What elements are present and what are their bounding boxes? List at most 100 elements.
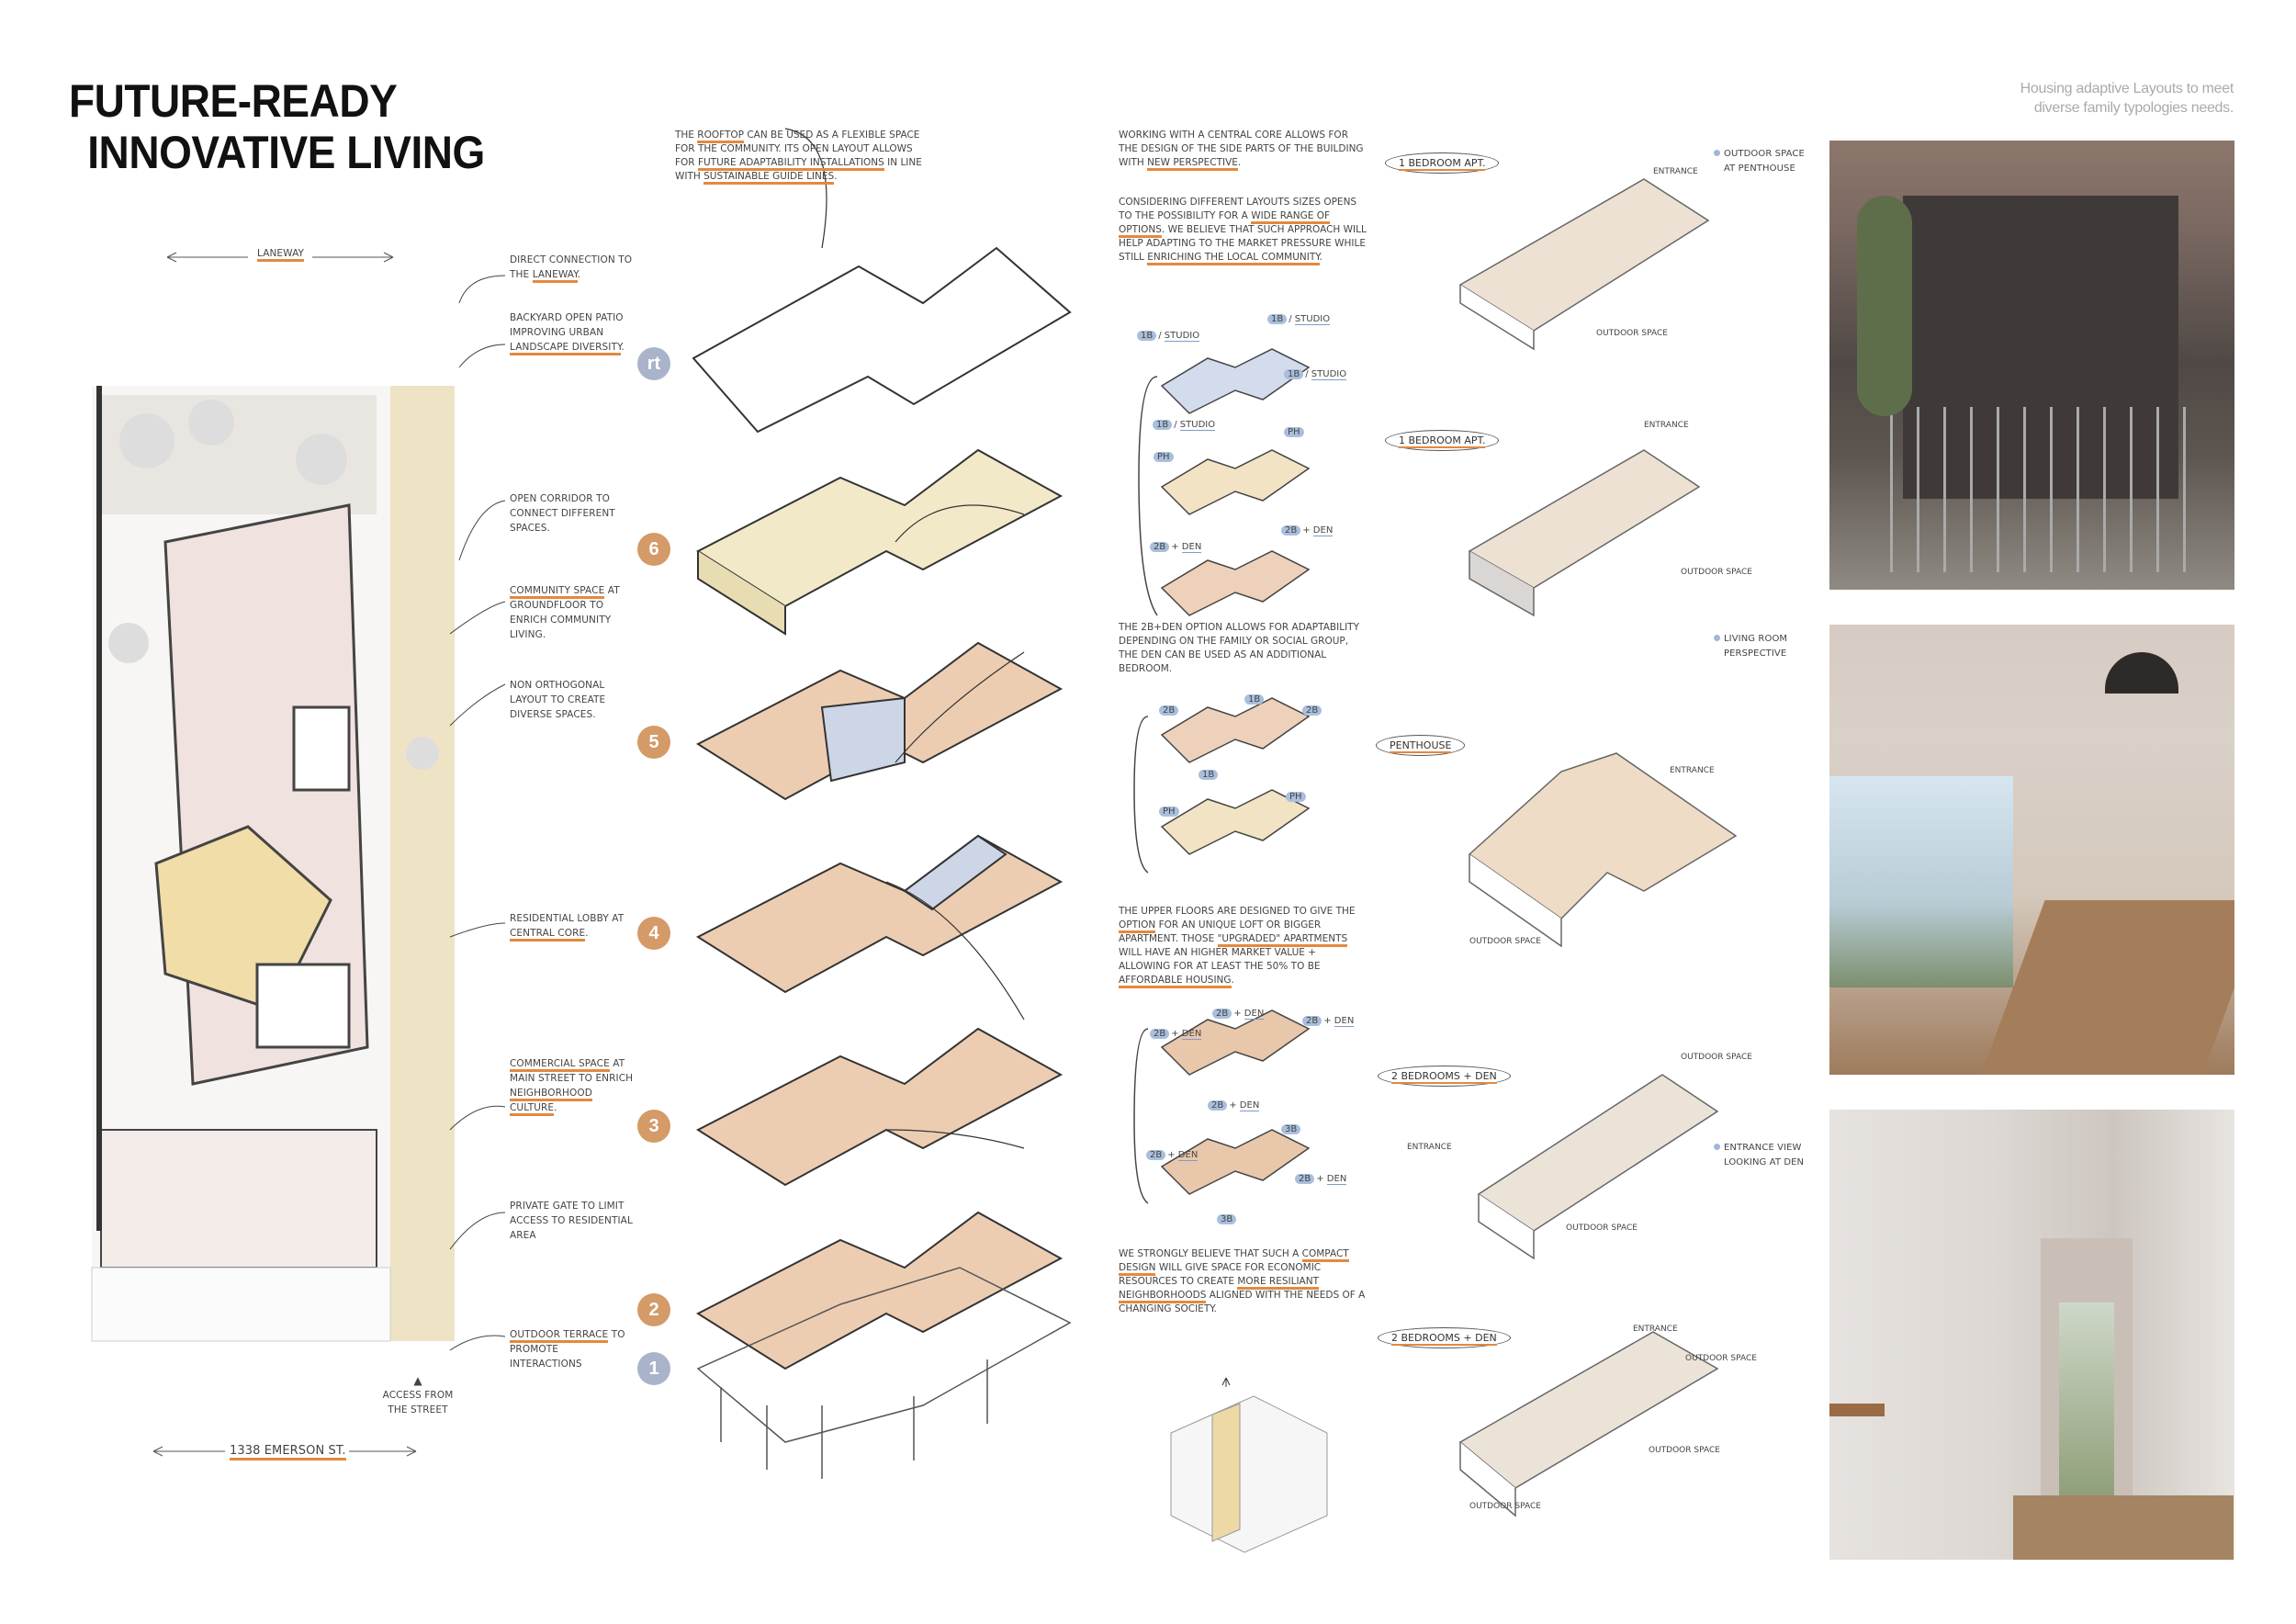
- tag-1b-studio: 1B/ STUDIO: [1267, 314, 1331, 325]
- text-segment: IN LINE WITH: [675, 157, 922, 182]
- tag-3b: 3B: [1281, 1124, 1302, 1134]
- tag-2b: 2B: [1302, 705, 1323, 716]
- paragraph-den: THE 2B+DEN OPTION ALLOWS FOR ADAPTABILIT…: [1119, 621, 1368, 676]
- text-segment: CONSIDERING DIFFERENT LAYOUTS SIZES OPEN…: [1119, 197, 1357, 221]
- apt-label-2bed-den-b: 2 BEDROOMS + DEN: [1378, 1327, 1511, 1348]
- paragraph-core: WORKING WITH A CENTRAL CORE ALLOWS FOR T…: [1119, 129, 1368, 171]
- text-segment: .: [554, 1102, 557, 1113]
- text-segment: .: [577, 269, 581, 280]
- floor-badge-rooftop: rt: [637, 347, 670, 380]
- tag-code: PH: [1286, 792, 1306, 802]
- text-segment: WORKING WITH A CENTRAL CORE ALLOWS FOR T…: [1119, 130, 1364, 168]
- note-corridor: OPEN CORRIDOR TO CONNECT DIFFERENT SPACE…: [510, 491, 634, 536]
- apt-label-text: PENTHOUSE: [1390, 739, 1452, 753]
- tag-2b-den: 2B+ DEN: [1150, 542, 1202, 553]
- tag-code: 1B: [1244, 694, 1265, 705]
- tag-code: 2B: [1208, 1100, 1228, 1111]
- text-segment: THE 2B+DEN OPTION ALLOWS FOR ADAPTABILIT…: [1119, 622, 1359, 674]
- apt-label-text: 1 BEDROOM APT.: [1399, 157, 1486, 171]
- tag-text: STUDIO: [1179, 420, 1216, 431]
- tag-code: 2B: [1295, 1174, 1315, 1184]
- underlined-phrase: CENTRAL CORE: [510, 928, 586, 942]
- tag-code: 2B: [1159, 705, 1179, 716]
- entrance-label: ENTRANCE: [1633, 1325, 1678, 1334]
- photo-entrance-den: [1829, 1110, 2234, 1560]
- underlined-phrase: FUTURE ADAPTABILITY INSTALLATIONS: [697, 157, 884, 171]
- note-community: COMMUNITY SPACE AT GROUNDFLOOR TO ENRICH…: [510, 583, 634, 642]
- caption-line-2: AT PENTHOUSE: [1724, 164, 1795, 174]
- tag-1b-studio: 1B/ STUDIO: [1137, 331, 1200, 342]
- text-segment: FOR AN UNIQUE LOFT OR BIGGER APARTMENT. …: [1119, 919, 1322, 944]
- outdoor-label: OUTDOOR SPACE: [1681, 1053, 1752, 1062]
- paragraph-upper-floors: THE UPPER FLOORS ARE DESIGNED TO GIVE TH…: [1119, 905, 1368, 988]
- text-segment: THE: [675, 130, 698, 141]
- photo-caption-outdoor-penthouse: OUTDOOR SPACE AT PENTHOUSE: [1714, 147, 1805, 176]
- text-segment: .: [1319, 252, 1322, 263]
- apt-2bed-den-a: [1477, 1074, 1719, 1260]
- underlined-phrase: NEIGHBORHOOD CULTURE: [510, 1088, 592, 1116]
- laneway-text: LANEWAY: [257, 248, 305, 262]
- apt-label-2bed-den-a: 2 BEDROOMS + DEN: [1378, 1066, 1511, 1087]
- text-segment: PRIVATE GATE TO LIMIT ACCESS TO RESIDENT…: [510, 1201, 633, 1241]
- tag-1b-studio: 1B/ STUDIO: [1284, 369, 1347, 380]
- tag-code: PH: [1154, 452, 1174, 462]
- outdoor-label: OUTDOOR SPACE: [1596, 329, 1668, 338]
- board-caption: Housing adaptive Layouts to meet diverse…: [1995, 79, 2234, 118]
- typology-diagrams: [1133, 348, 1311, 1204]
- address-arrow: [152, 1446, 417, 1457]
- tag-2b-den: 2B+ DEN: [1212, 1009, 1265, 1020]
- tag-text: DEN: [1244, 1009, 1265, 1020]
- text-segment: AT GROUNDFLOOR TO ENRICH COMMUNITY LIVIN…: [510, 585, 620, 640]
- note-terrace: OUTDOOR TERRACE TO PROMOTE INTERACTIONS: [510, 1327, 634, 1371]
- caption-line-1: LIVING ROOM: [1724, 634, 1788, 644]
- tag-2b: 2B: [1159, 705, 1180, 716]
- site-note-leaders: [449, 275, 506, 1351]
- floor-badge-4: 4: [637, 917, 670, 950]
- underlined-phrase: ROOFTOP: [697, 130, 744, 143]
- tag-code: 1B: [1199, 770, 1219, 780]
- tag-ph: PH: [1284, 427, 1306, 437]
- note-lobby: RESIDENTIAL LOBBY AT CENTRAL CORE.: [510, 911, 634, 942]
- underlined-phrase: "UPGRADED" APARTMENTS: [1217, 933, 1348, 947]
- tag-code: 1B: [1153, 420, 1173, 430]
- underlined-phrase: NEW PERSPECTIVE: [1147, 157, 1238, 171]
- laneway-arrow: [166, 252, 394, 263]
- access-line-1: ACCESS FROM: [382, 1390, 454, 1401]
- underlined-phrase: AFFORDABLE HOUSING: [1119, 975, 1232, 988]
- address-label: 1338 EMERSON St.: [230, 1444, 346, 1460]
- axo-floor-1: [696, 1267, 1072, 1479]
- apt-label-1bed-b: 1 BEDROOM APT.: [1385, 430, 1500, 451]
- tag-ph: PH: [1286, 792, 1308, 802]
- tag-code: 1B: [1137, 331, 1157, 341]
- tag-2b-den: 2B+ DEN: [1281, 525, 1334, 536]
- text-segment: .: [621, 342, 625, 353]
- tag-code: 3B: [1281, 1124, 1301, 1134]
- bullet-icon: [1714, 1144, 1720, 1150]
- tag-text: STUDIO: [1164, 331, 1200, 342]
- tag-code: 2B: [1150, 1029, 1170, 1039]
- outdoor-label: OUTDOOR SPACE: [1566, 1224, 1638, 1233]
- caption-line-1: ENTRANCE VIEW: [1724, 1143, 1802, 1153]
- text-segment: . WE BELIEVE THAT SUCH APPROACH WILL HEL…: [1119, 224, 1367, 263]
- tag-text: DEN: [1312, 525, 1334, 536]
- laneway-label: LANEWAY: [257, 246, 305, 262]
- caption-line-2: LOOKING AT DEN: [1724, 1157, 1805, 1167]
- outdoor-label: OUTDOOR SPACE: [1685, 1354, 1757, 1363]
- text-segment: AT MAIN STREET TO ENRICH: [510, 1058, 634, 1084]
- tag-code: 2B: [1302, 1016, 1322, 1026]
- text-segment: RESIDENTIAL LOBBY AT: [510, 913, 625, 924]
- outdoor-label: OUTDOOR SPACE: [1681, 568, 1752, 577]
- paragraph-layouts: CONSIDERING DIFFERENT LAYOUTS SIZES OPEN…: [1119, 196, 1368, 265]
- building-massing-model: [1170, 1377, 1328, 1553]
- underlined-phrase: OPTION: [1119, 919, 1156, 933]
- floor-badge-2: 2: [637, 1293, 670, 1326]
- text-segment: .: [1231, 975, 1234, 986]
- tag-2b-den: 2B+ DEN: [1302, 1016, 1355, 1027]
- underlined-phrase: COMPACT DESIGN: [1119, 1248, 1349, 1276]
- apt-2bed-den-b: [1458, 1331, 1719, 1517]
- tag-text: STUDIO: [1311, 369, 1347, 380]
- underlined-phrase: OUTDOOR TERRACE: [510, 1329, 609, 1343]
- underlined-phrase: COMMUNITY SPACE: [510, 585, 605, 599]
- caption-line-1: OUTDOOR SPACE: [1724, 149, 1805, 159]
- tag-code: 1B: [1284, 369, 1304, 379]
